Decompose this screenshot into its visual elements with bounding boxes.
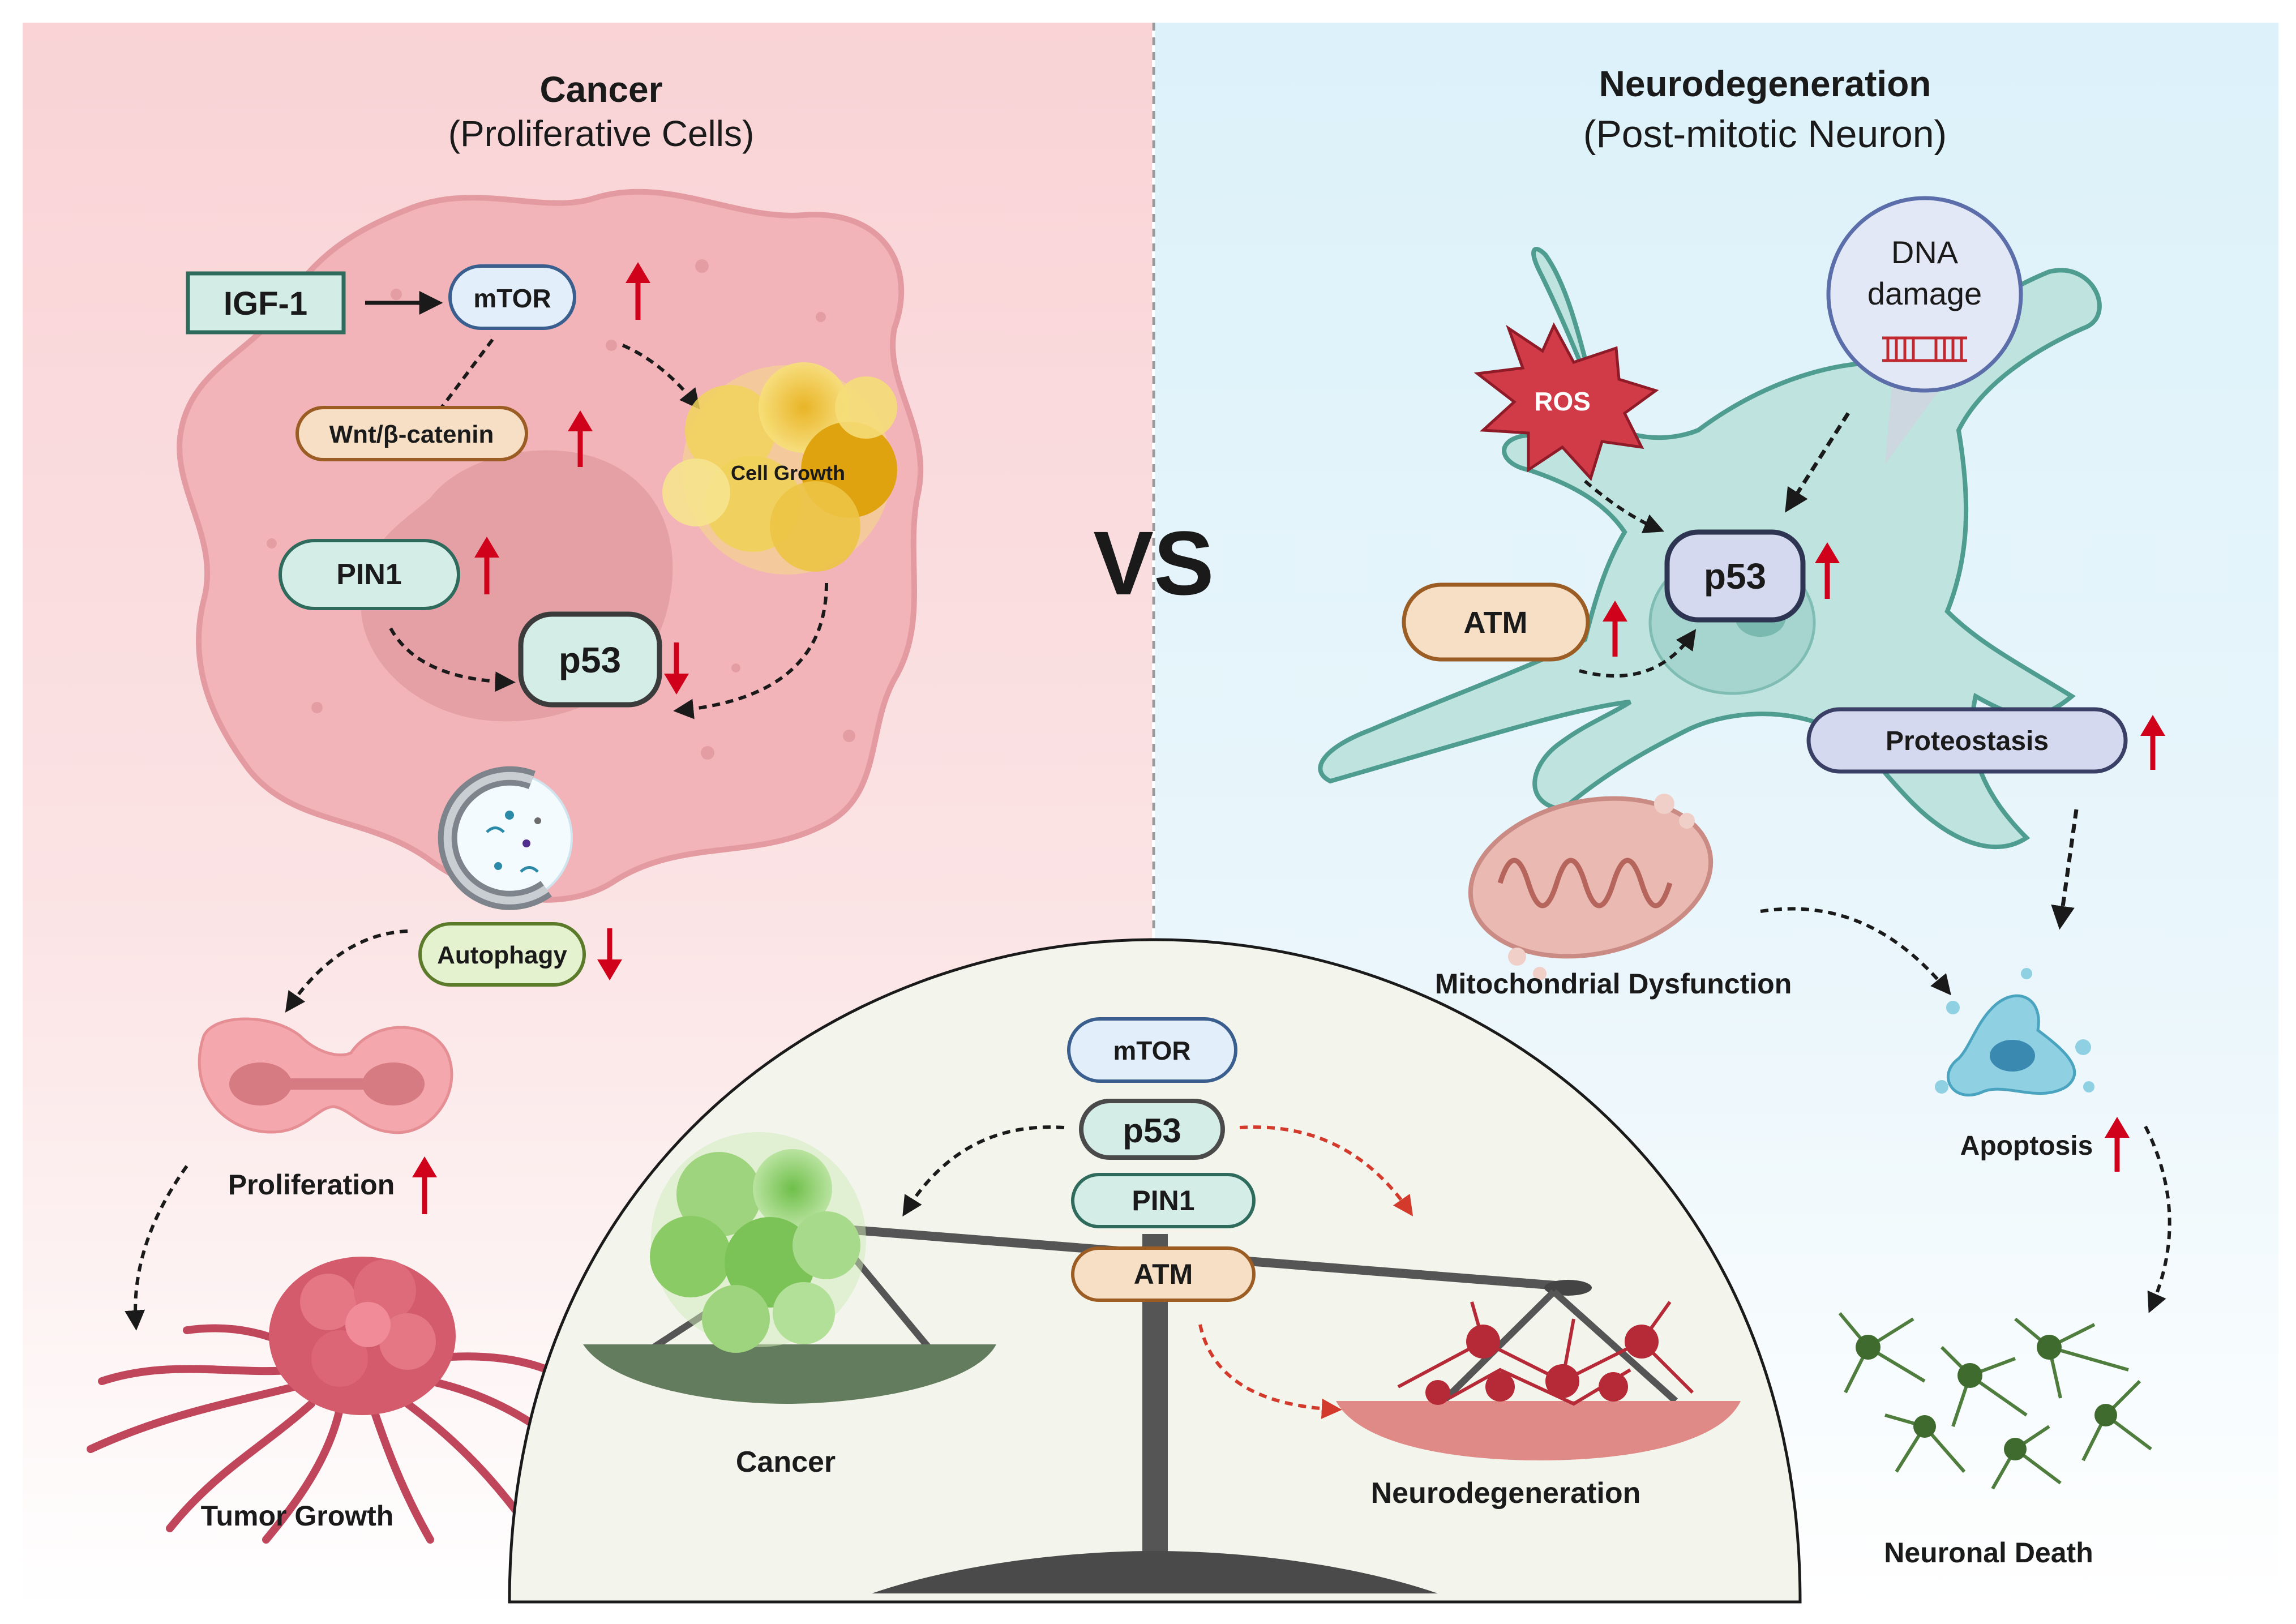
atm-pill: [1402, 582, 1590, 662]
proliferation-up-arrow: [412, 1156, 437, 1214]
mito-to-apoptosis-arrow: [1760, 907, 1951, 996]
autophagy-pill: [418, 922, 586, 987]
p53-neuro-label: p53: [1704, 556, 1766, 597]
proteostasis-up-arrow: [2140, 715, 2165, 770]
balance-neuro-label: Neurodegeneration: [1371, 1477, 1641, 1510]
dna-damage-bubble: [1826, 196, 2023, 393]
wnt-pill: [295, 406, 528, 461]
mtor-label: mTOR: [473, 284, 551, 313]
mtor-up-arrow: [626, 262, 650, 320]
neuronal-somas: [1856, 1335, 2117, 1460]
apoptotic-cell: [1935, 968, 2094, 1097]
vs-label: VS: [1093, 512, 1214, 614]
proteostasis-pill: [1806, 707, 2128, 774]
cell-growth-label: Cell Growth: [731, 461, 845, 485]
apoptosis-up-arrow: [2105, 1117, 2130, 1172]
dna-to-p53-arrow: [1785, 412, 1850, 513]
balance-atm-pill: [1071, 1246, 1256, 1302]
balance-base: [872, 1551, 1438, 1593]
p53-up-arrow: [1815, 542, 1840, 599]
cellgrowth-to-p53-arrow: [673, 582, 828, 719]
pin1-up-arrow: [474, 537, 499, 594]
balance-atm-label: ATM: [1134, 1258, 1193, 1290]
p53-cancer-pill: [518, 611, 662, 708]
dividing-cell: [198, 1017, 453, 1134]
tumor-mass: [269, 1257, 456, 1415]
dna-damage-line1: DNA: [1891, 234, 1959, 270]
p53-cancer-label: p53: [559, 640, 621, 680]
mito-label: Mitochondrial Dysfunction: [1435, 968, 1792, 1000]
cancer-cell-dots: [267, 259, 855, 760]
igf1-box: [186, 271, 346, 335]
balance-cancer-label: Cancer: [736, 1446, 836, 1479]
mtor-wnt-link: [440, 338, 494, 409]
atm-up-arrow: [1603, 601, 1627, 657]
wnt-up-arrow: [568, 410, 593, 467]
mtor-to-cellgrowth-arrow: [622, 344, 700, 410]
balance-p53-label: p53: [1123, 1112, 1181, 1150]
ros-to-p53-arrow: [1584, 479, 1664, 533]
dna-damage-line2: damage: [1867, 276, 1982, 311]
right-pan-string-b: [1551, 1289, 1678, 1404]
balance-pin1-label: PIN1: [1132, 1185, 1194, 1216]
pin1-label: PIN1: [336, 558, 402, 591]
p53-neuro-pill: [1664, 529, 1806, 623]
apoptosis-label: Apoptosis: [1960, 1131, 2093, 1161]
right-pan: [1336, 1401, 1741, 1460]
ros-label: ROS: [1534, 387, 1591, 416]
pin1-to-p53-arrow: [389, 627, 516, 692]
atm-to-p53-arrow: [1579, 629, 1697, 678]
balance-mtor-label: mTOR: [1113, 1036, 1190, 1065]
balance-mtor-pill: [1067, 1017, 1237, 1083]
neuro-title: Neurodegeneration: [1599, 63, 1931, 104]
igf1-label: IGF-1: [224, 285, 307, 322]
proteostasis-to-apoptosis-arrow: [2051, 809, 2079, 930]
neuro-subtitle: (Post-mitotic Neuron): [1583, 113, 1947, 156]
cancer-title: Cancer: [540, 69, 663, 110]
atm-label: ATM: [1464, 606, 1528, 640]
atm-to-neuro-arrow: [1198, 1324, 1342, 1419]
mtor-pill: [448, 264, 576, 330]
cancer-subtitle: (Proliferative Cells): [448, 113, 755, 154]
balance-p53-pill: [1079, 1099, 1225, 1160]
neuronal-death-label: Neuronal Death: [1884, 1537, 2093, 1569]
pin1-pill: [279, 539, 460, 610]
wnt-label: Wnt/β-catenin: [329, 421, 494, 448]
tumor-growth-label: Tumor Growth: [201, 1500, 394, 1532]
autophagy-down-arrow: [597, 928, 622, 980]
mitochondrion: [1468, 794, 1714, 980]
autophagy-to-proliferation-arrow: [285, 929, 408, 1013]
autophagosome: [438, 766, 573, 910]
green-cancer-cluster: [650, 1132, 866, 1353]
p53-down-arrow: [664, 642, 689, 695]
dna-callout-tail: [1885, 368, 1956, 464]
balance-pin1-pill: [1071, 1173, 1256, 1228]
ros-burst: [1473, 322, 1659, 481]
cell-growth-cluster: [662, 362, 897, 575]
proteostasis-label: Proteostasis: [1886, 726, 2049, 756]
dna-icon: [1882, 336, 1967, 362]
p53-to-neuro-arrow: [1239, 1125, 1413, 1216]
autophagy-label: Autophagy: [437, 941, 567, 969]
red-neuron-somas: [1425, 1325, 1659, 1405]
proliferation-label: Proliferation: [228, 1169, 395, 1201]
left-pan: [583, 1344, 996, 1404]
